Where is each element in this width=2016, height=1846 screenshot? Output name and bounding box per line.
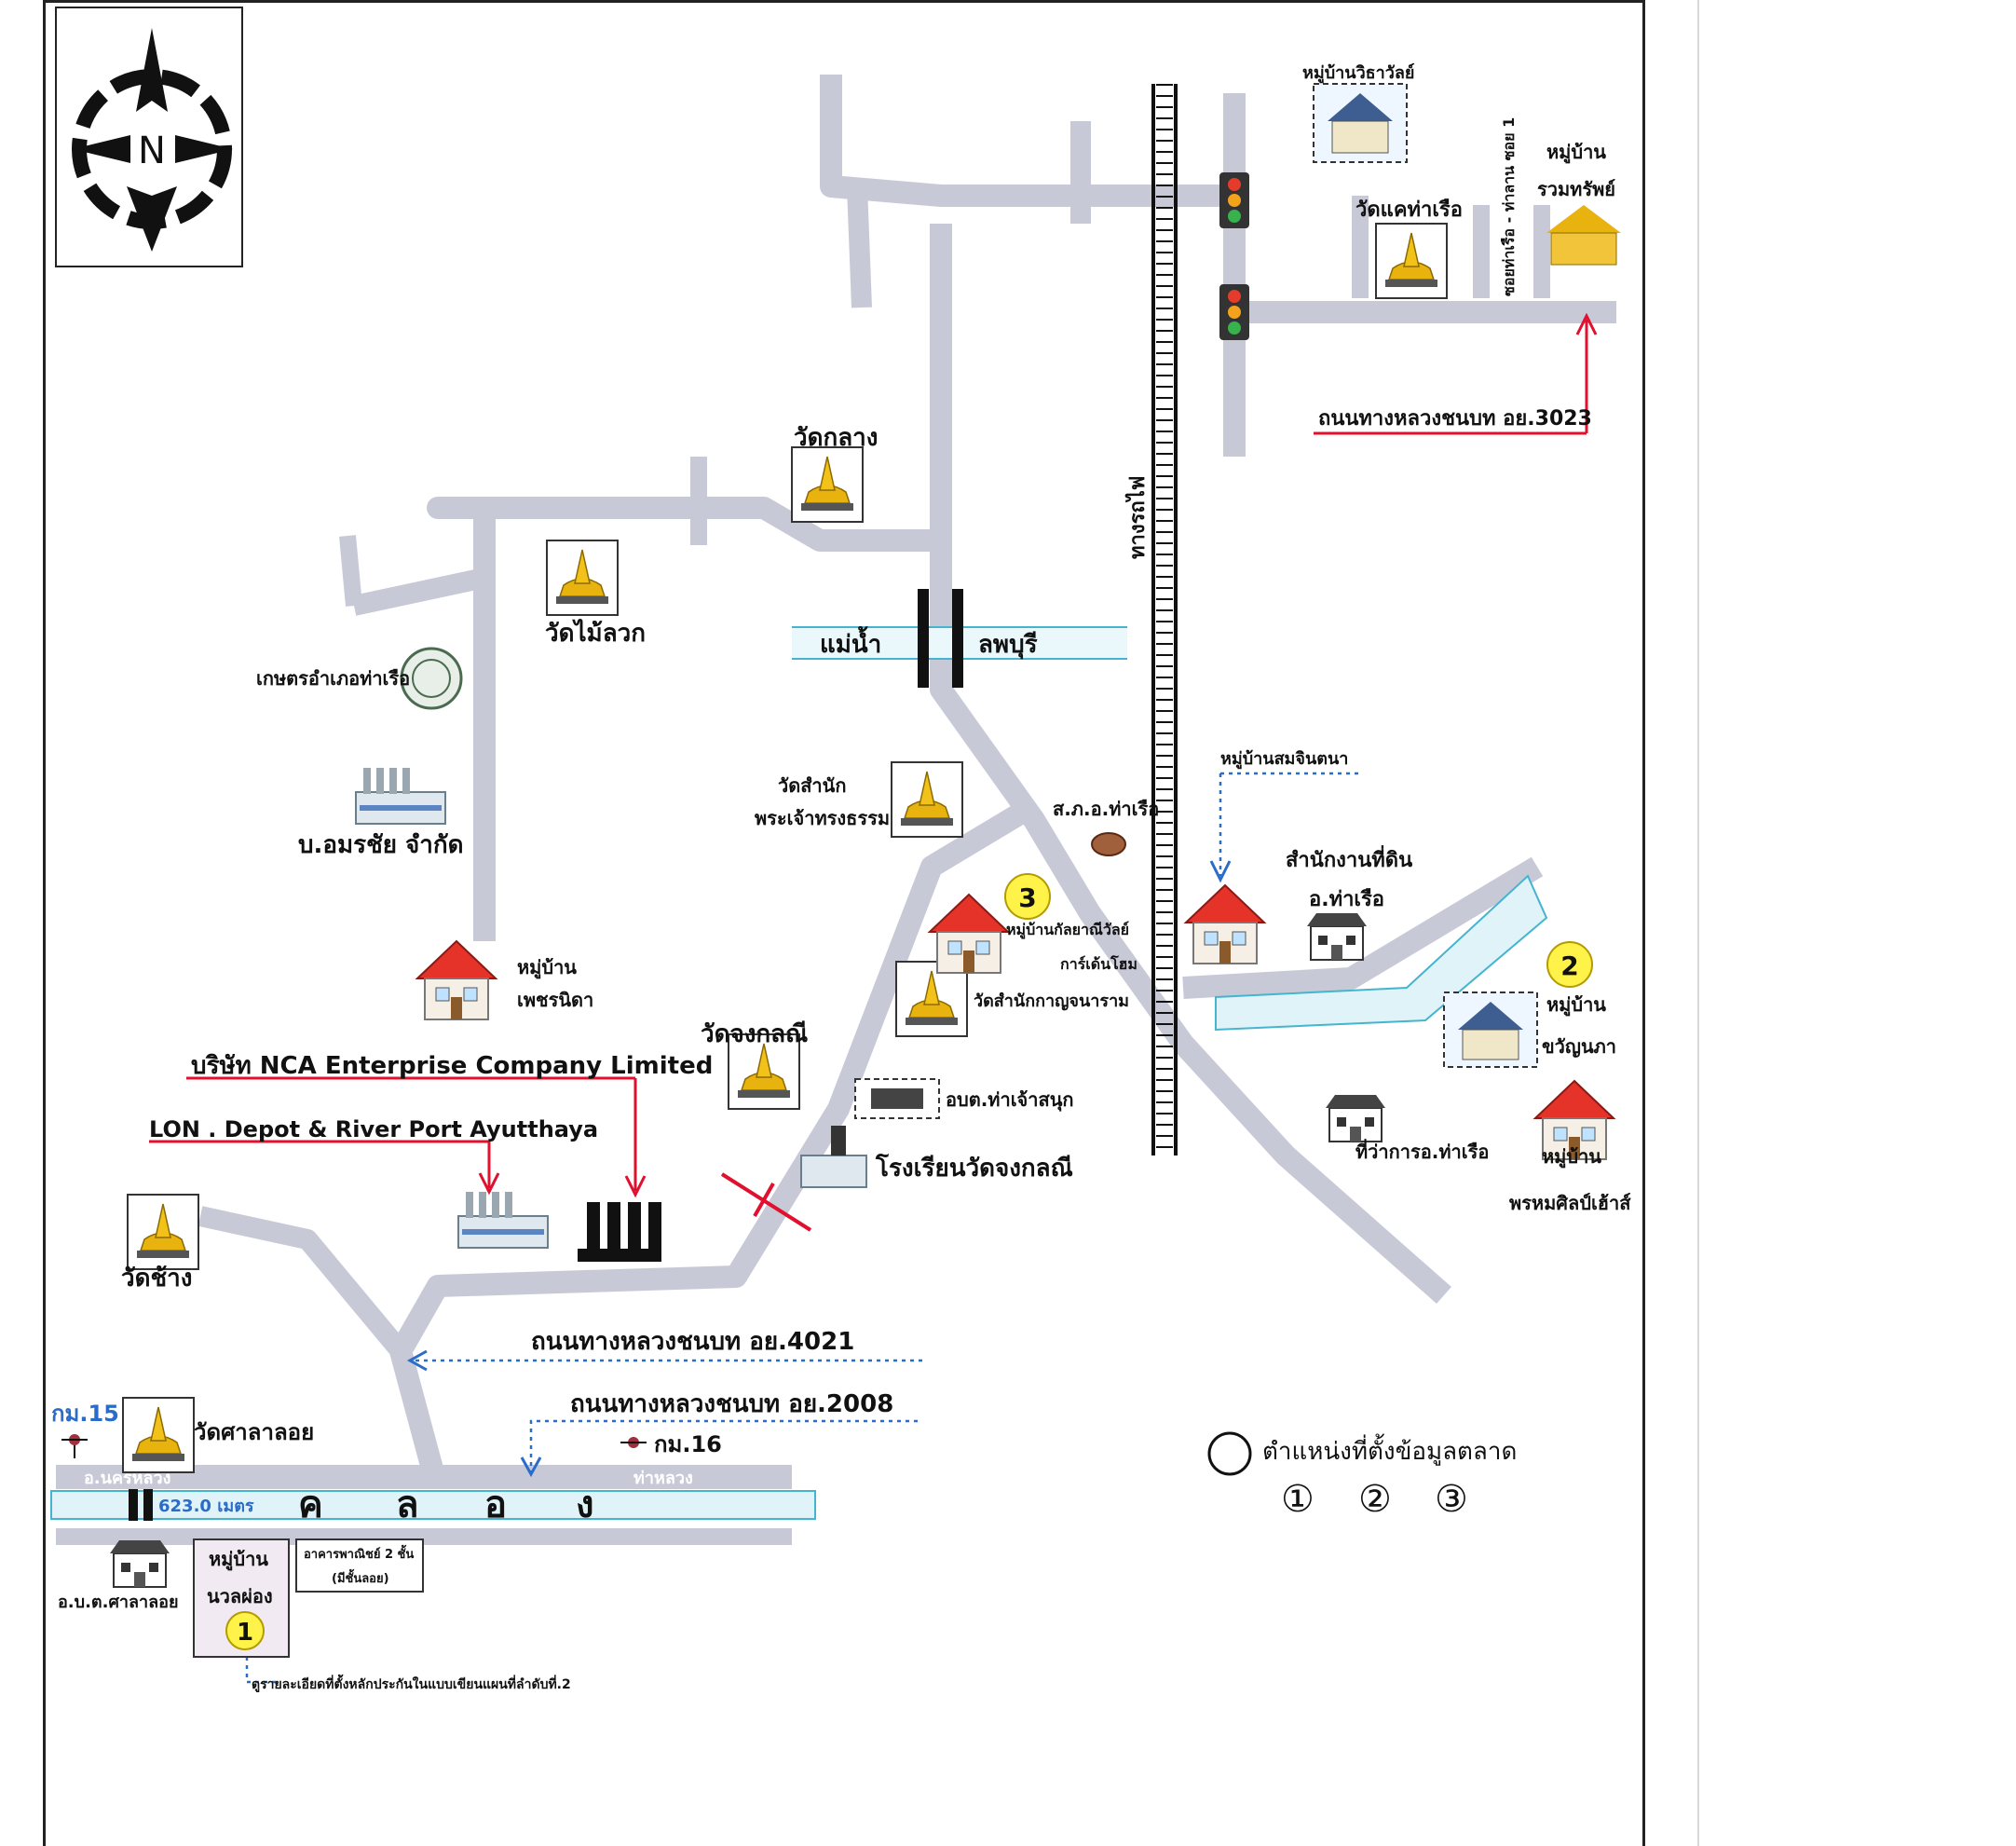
label-ban-phetnida-2: เพชรนิดา [517, 989, 593, 1011]
house-icon [1313, 83, 1408, 163]
label-note-bottom: ดูรายละเอียดที่ตั้งหลักประกันในแบบเขียนแ… [252, 1674, 571, 1692]
railway-label: ทางรถไฟ [1124, 476, 1150, 559]
label-obt-sala-loi: อ.บ.ต.ศาลาลอย [58, 1593, 179, 1612]
marker-2: 2 [1546, 941, 1593, 988]
legend-item: ① [1281, 1478, 1314, 1521]
label-ban-ruamsap-1: หมู่บ้าน [1546, 141, 1606, 165]
label-police: ส.ภ.อ.ท่าเรือ [1053, 798, 1159, 820]
office-icon [854, 1078, 940, 1119]
compass-north-label: N [138, 130, 166, 172]
factory-icon [578, 1202, 661, 1262]
factory-icon [457, 1191, 549, 1249]
label-ban-kwanpha-2: ขวัญนภา [1542, 1035, 1616, 1058]
label-commercial-2: (มีชั้นลอย) [332, 1568, 389, 1586]
khlong-letter: ง [576, 1484, 594, 1526]
label-amornchai: บ.อมรชัย จำกัด [298, 831, 464, 859]
legend-item: ③ [1435, 1478, 1468, 1521]
label-km15: กม.15 [51, 1401, 119, 1427]
office-icon [109, 1539, 170, 1588]
label-nca: บริษัท NCA Enterprise Company Limited [191, 1052, 713, 1080]
label-ban-nuanlaong-2: นวลผ่อง [207, 1585, 273, 1607]
traffic-signal-icon [1219, 284, 1249, 340]
label-land-office-1: สำนักงานที่ดิน [1286, 844, 1412, 872]
label-lon-depot: LON . Depot & River Port Ayutthaya [149, 1116, 598, 1142]
label-ban-kalaya-1: หมู่บ้านกัลยาณีวัลย์ [1006, 921, 1129, 940]
house-icon [1185, 884, 1265, 964]
marker-3: 3 [1004, 873, 1051, 920]
label-wat-sala-loi: วัดศาลาลอย [194, 1419, 314, 1445]
label-to-tha-luang: ท่าหลวง [633, 1469, 693, 1488]
marker-1: 1 [237, 1619, 253, 1647]
temple-icon [127, 1194, 199, 1270]
office-icon [1306, 912, 1368, 961]
label-river-right: ลพบุรี [978, 631, 1038, 660]
label-ban-somchintana: หมู่บ้านสมจินตนา [1220, 749, 1348, 770]
map-frame [43, 0, 1645, 1846]
label-road-2008: ถนนทางหลวงชนบท อย.2008 [570, 1390, 893, 1418]
house-icon [416, 940, 497, 1020]
label-kaset: เกษตรอำเภอท่าเรือ [256, 667, 410, 690]
legend-item: ② [1358, 1478, 1392, 1521]
khlong-canal [50, 1490, 816, 1520]
commercial-box: อาคารพาณิชย์ 2 ชั้น (มีชั้นลอย) [295, 1538, 424, 1593]
label-ban-phromsin-2: พรหมศิลป์เฮ้าส์ [1509, 1192, 1631, 1214]
label-soi-tharuea: ซอยท่าเรือ - ท่าลาน ซอย 1 [1500, 117, 1518, 296]
office-icon [1325, 1094, 1386, 1142]
label-wat-chang: วัดช้าง [121, 1265, 192, 1292]
svg-text:3: 3 [1018, 882, 1036, 913]
label-wat-khae: วัดแคท่าเรือ [1355, 198, 1463, 222]
ban-nuanlaong-box: หมู่บ้าน นวลผ่อง 1 [193, 1538, 290, 1658]
compass-rose-icon: N [55, 7, 243, 267]
label-wat-samnak-2: พระเจ้าทรงธรรม [755, 807, 890, 829]
label-river-left: แม่น้ำ [820, 625, 881, 659]
label-ban-kalaya-2: การ์เด้นโฮม [1060, 954, 1137, 973]
label-distance: 623.0 เมตร [158, 1497, 254, 1516]
house-icon [1443, 991, 1538, 1068]
label-obt-tha-chao-sanuk: อบต.ท่าเจ้าสนุก [946, 1088, 1073, 1112]
railway-track [1151, 84, 1178, 1155]
seal-icon [400, 647, 463, 710]
svg-text:2: 2 [1560, 950, 1578, 981]
canal-right [1215, 874, 1548, 1032]
label-district-office: ที่ว่าการอ.ท่าเรือ [1355, 1138, 1489, 1163]
label-ban-kwanpha-1: หมู่บ้าน [1546, 993, 1606, 1018]
temple-icon [122, 1397, 195, 1473]
khlong-letter: ล [396, 1484, 419, 1526]
label-ban-phetnida-1: หมู่บ้าน [517, 956, 577, 980]
label-km16: กม.16 [654, 1431, 722, 1457]
temple-icon [546, 540, 619, 616]
label-wat-chongkhanee: วัดจงกลณี [701, 1020, 808, 1048]
house-icon [1546, 205, 1621, 266]
label-wat-samnak-kanram: วัดสำนักกาญจนาราม [974, 991, 1129, 1011]
school-icon [800, 1126, 867, 1188]
factory-icon [355, 767, 446, 825]
police-icon [1091, 832, 1126, 856]
page-divider [1697, 0, 1699, 1846]
label-ban-nuanlaong-1: หมู่บ้าน [209, 1548, 268, 1572]
khlong-letter: ค [298, 1484, 323, 1526]
km-markers: กม.15 กม.16 [51, 1401, 722, 1458]
label-wat-mai-luak: วัดไม้ลวก [545, 618, 646, 648]
label-land-office-2: อ.ท่าเรือ [1309, 888, 1384, 911]
traffic-signal-icon [1219, 172, 1249, 228]
temple-icon [891, 761, 963, 838]
label-ban-phromsin-1: หมู่บ้าน [1542, 1145, 1601, 1169]
khlong-letter: อ [484, 1484, 507, 1526]
label-to-nakhon-luang: อ.นครหลวง [84, 1469, 170, 1488]
label-ban-witawat: หมู่บ้านวิธาวัลย์ [1302, 62, 1414, 84]
label-commercial-1: อาคารพาณิชย์ 2 ชั้น [304, 1544, 414, 1562]
label-road-4021: ถนนทางหลวงชนบท อย.4021 [531, 1328, 854, 1356]
label-wat-samnak-1: วัดสำนัก [778, 774, 846, 797]
legend: ตำแหน่งที่ตั้งข้อมูลตลาด ① ② ③ [1207, 1431, 1517, 1521]
legend-title: ตำแหน่งที่ตั้งข้อมูลตลาด [1262, 1433, 1517, 1466]
label-road-3023: ถนนทางหลวงชนบท อย.3023 [1318, 407, 1592, 431]
river-lopburi [792, 589, 1127, 688]
temple-icon [791, 446, 864, 523]
label-school: โรงเรียนวัดจงกลณี [875, 1153, 1073, 1183]
temple-icon [1375, 223, 1448, 299]
house-icon [929, 894, 1009, 974]
label-wat-klang: วัดกลาง [794, 424, 878, 452]
label-ban-ruamsap-2: รวมทรัพย์ [1537, 178, 1615, 200]
